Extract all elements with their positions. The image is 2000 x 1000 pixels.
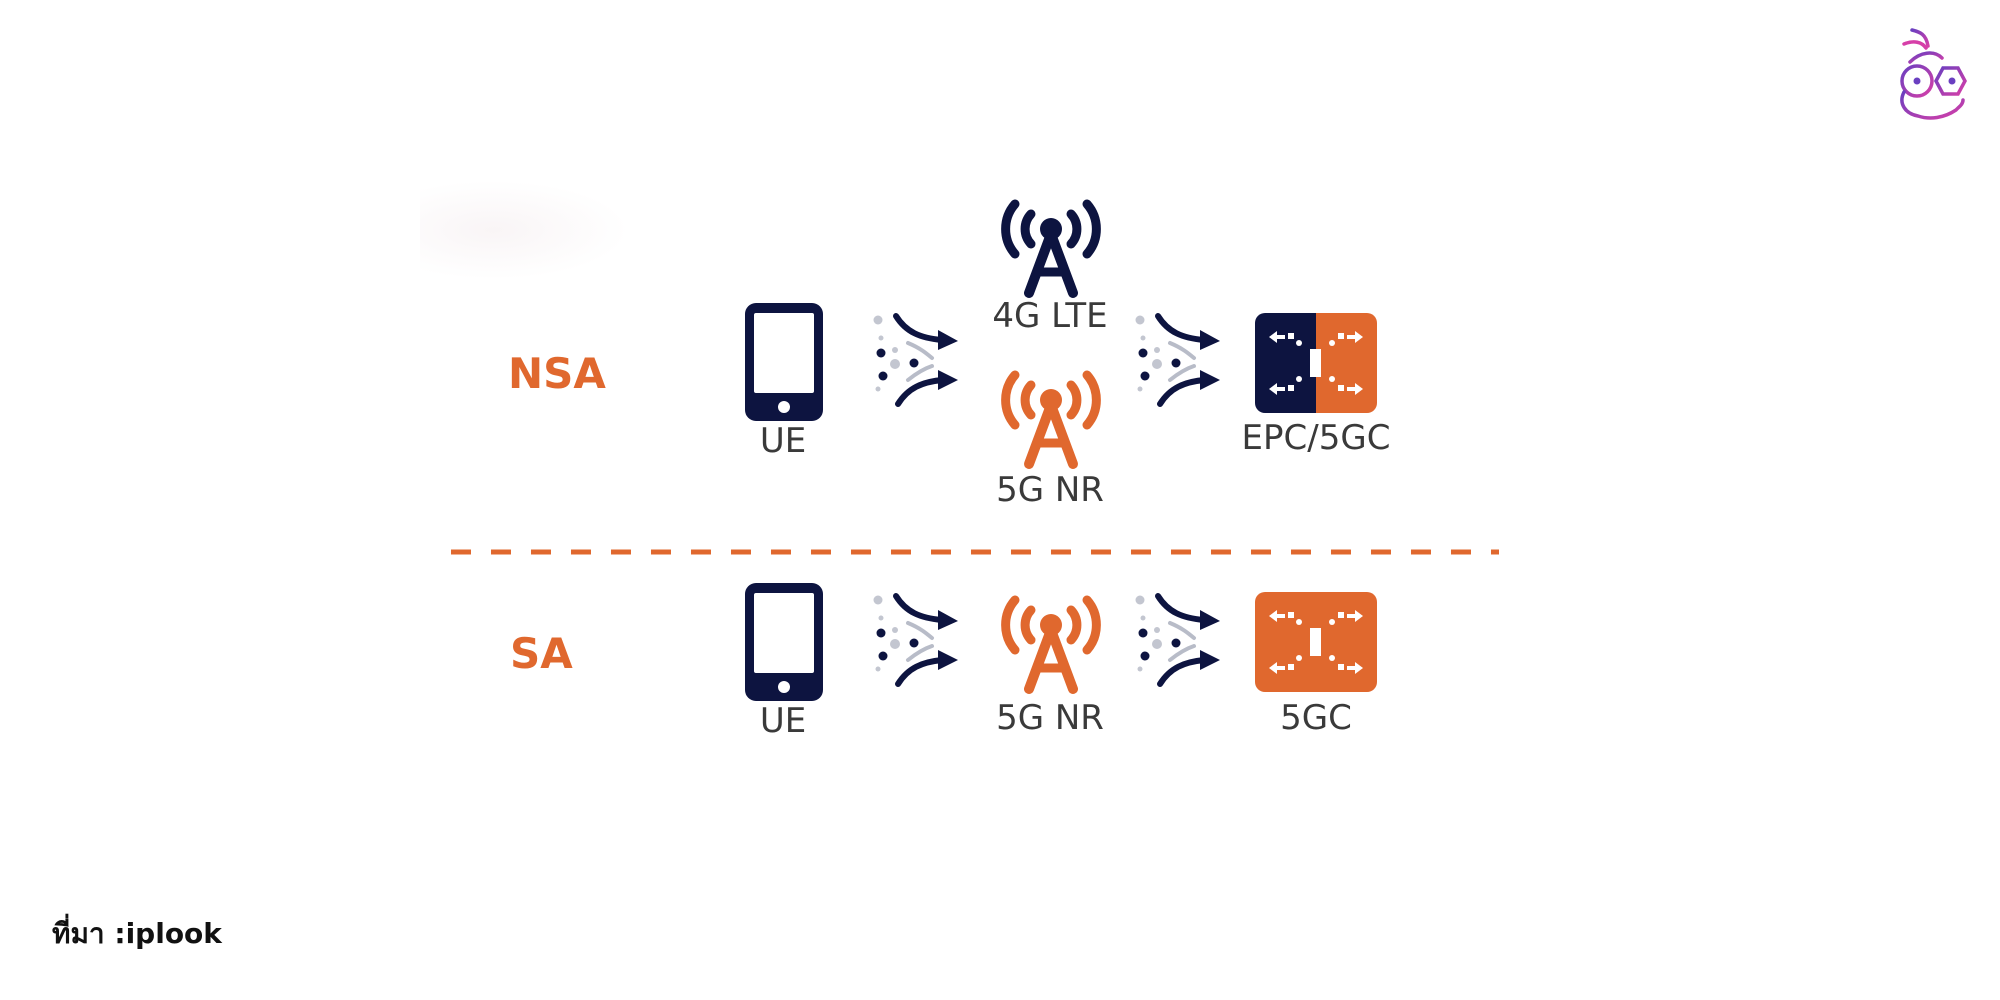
converging-arrows-icon <box>873 593 958 687</box>
sa-mode-label: SA <box>510 629 573 678</box>
cell-tower-icon-5g <box>1001 370 1101 469</box>
tower-label-4g-lte: 4G LTE <box>992 296 1108 336</box>
brand-logo-icon <box>1900 28 1967 120</box>
nsa-mode-label: NSA <box>508 349 606 398</box>
core-network-icon-5gc <box>1255 592 1377 692</box>
source-caption: ที่มา :iplook <box>52 917 222 950</box>
converging-arrows-icon <box>1135 593 1220 687</box>
core-label-5gc: 5GC <box>1280 698 1352 738</box>
tower-label-5g-nr: 5G NR <box>996 698 1104 738</box>
mode-divider-dashed-line <box>451 549 1499 555</box>
smartphone-icon <box>745 303 823 421</box>
converging-arrows-icon <box>1135 313 1220 407</box>
cell-tower-icon-5g <box>1001 595 1101 694</box>
tower-label-5g-nr: 5G NR <box>996 470 1104 510</box>
core-label-epc-5gc: EPC/5GC <box>1241 418 1391 458</box>
cell-tower-icon-4g <box>1001 199 1101 298</box>
smartphone-icon <box>745 583 823 701</box>
ue-label: UE <box>759 701 807 741</box>
converging-arrows-icon <box>873 313 958 407</box>
watermark-smudge <box>420 180 630 280</box>
core-network-icon-epc-5gc <box>1255 313 1377 413</box>
ue-label: UE <box>759 421 807 461</box>
